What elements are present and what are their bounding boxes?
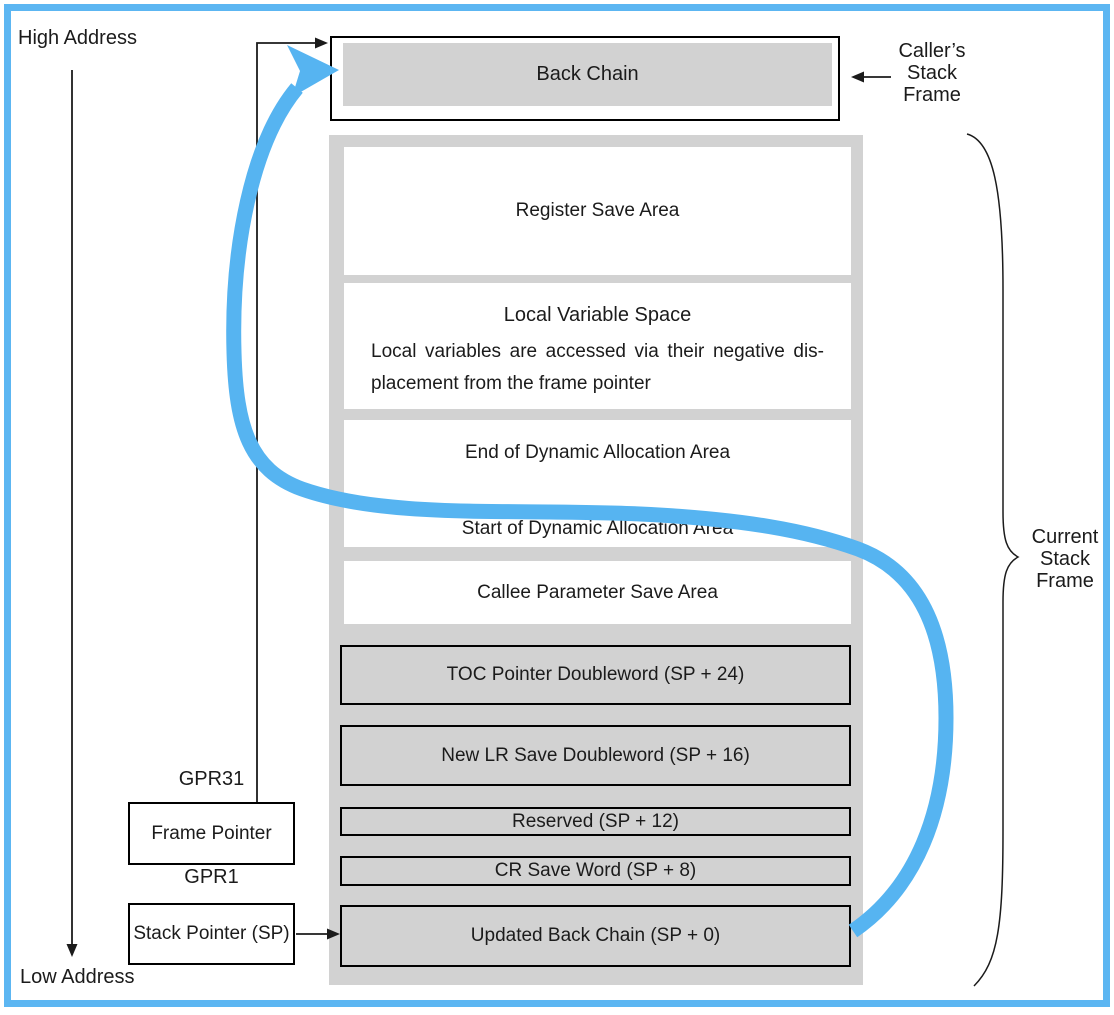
high-address-label: High Address [18, 27, 137, 49]
current-stack-frame-container: Register Save Area Local Variable Space … [329, 135, 863, 985]
reserved-cell: Reserved (SP + 12) [340, 807, 851, 836]
new-lr-save-doubleword-cell: New LR Save Doubleword (SP + 16) [340, 725, 851, 786]
updated-back-chain-cell: Updated Back Chain (SP + 0) [340, 905, 851, 967]
back-chain-cell: Back Chain [343, 43, 832, 106]
figure-border [4, 4, 1110, 1007]
dynamic-allocation-end-label: End of Dynamic Allocation Area [464, 442, 731, 463]
register-save-area-cell: Register Save Area [344, 147, 851, 275]
caller-back-chain-box: Back Chain [330, 36, 840, 121]
local-variable-title: Local Variable Space [503, 304, 692, 326]
toc-pointer-doubleword-cell: TOC Pointer Doubleword (SP + 24) [340, 645, 851, 705]
gpr31-label: GPR31 [178, 768, 245, 790]
current-stack-frame-label: Current Stack Frame [1031, 526, 1099, 592]
local-variable-text-line2: placement from the frame pointer [371, 373, 651, 394]
local-variable-text-line1: Local variables are accessed via their n… [371, 341, 824, 362]
low-address-label: Low Address [20, 966, 135, 988]
dynamic-allocation-start-label: Start of Dynamic Allocation Area [461, 518, 734, 539]
frame-pointer-box: Frame Pointer [128, 802, 295, 865]
gpr1-label: GPR1 [184, 866, 239, 888]
callers-stack-frame-label: Caller’s Stack Frame [898, 40, 966, 106]
dynamic-allocation-cell: End of Dynamic Allocation Area Start of … [344, 420, 851, 547]
callee-parameter-save-area-cell: Callee Parameter Save Area [344, 561, 851, 624]
cr-save-word-cell: CR Save Word (SP + 8) [340, 856, 851, 886]
local-variable-space-cell: Local Variable Space Local variables are… [344, 283, 851, 409]
stack-pointer-box: Stack Pointer (SP) [128, 903, 295, 965]
